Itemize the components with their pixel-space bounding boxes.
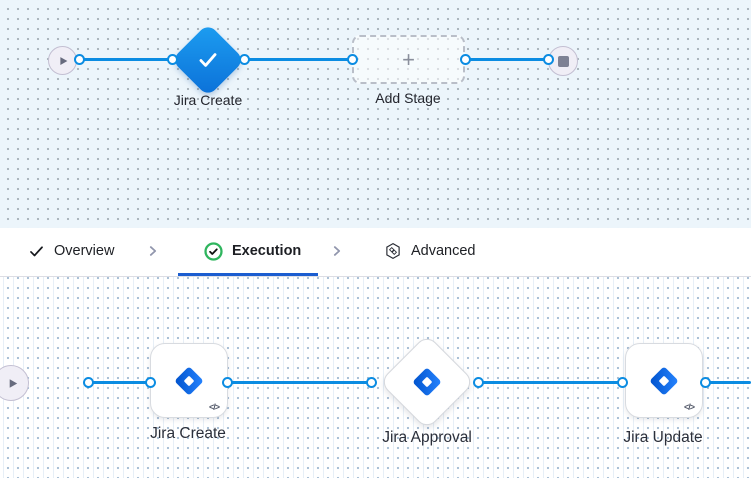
tab-advanced[interactable]: Advanced <box>384 228 476 274</box>
step-label: Jira Create <box>150 425 226 442</box>
step-label: Jira Update <box>623 429 703 446</box>
jira-logo <box>413 368 441 396</box>
check-circle-icon <box>204 241 223 261</box>
jira-logo <box>175 367 203 394</box>
add-stage-button[interactable]: + <box>352 35 465 84</box>
connector-line <box>88 381 153 384</box>
execution-canvas[interactable]: </> Jira Create Jira Approval </> Jira U… <box>0 277 751 478</box>
connector-line <box>244 58 356 61</box>
connector-dot[interactable] <box>74 54 85 65</box>
connector-dot[interactable] <box>347 54 358 65</box>
step-node-jira-approval[interactable] <box>378 333 476 431</box>
chevron-right-icon <box>330 228 344 274</box>
connector-dot[interactable] <box>617 377 628 388</box>
connector-line <box>226 381 376 384</box>
tab-label: Advanced <box>411 243 476 259</box>
stage-node-jira-create[interactable] <box>171 23 245 97</box>
tab-bar: Overview Execution A <box>0 228 751 277</box>
plus-icon: + <box>402 46 415 72</box>
connector-dot[interactable] <box>473 377 484 388</box>
tab-overview[interactable]: Overview <box>28 228 114 274</box>
step-label: Jira Approval <box>382 429 472 446</box>
code-badge-icon: </> <box>683 402 695 412</box>
connector-line <box>463 58 550 61</box>
check-icon <box>30 245 43 256</box>
connector-dot[interactable] <box>700 377 711 388</box>
chevron-right-icon <box>146 228 160 274</box>
stage-label: Jira Create <box>173 92 243 108</box>
active-tab-underline <box>178 273 318 276</box>
connector-dot[interactable] <box>145 377 156 388</box>
connector-line <box>480 381 625 384</box>
connector-dot[interactable] <box>239 54 250 65</box>
connector-line <box>704 381 751 384</box>
check-icon <box>199 53 217 67</box>
tab-execution[interactable]: Execution <box>204 228 301 274</box>
stop-icon <box>557 55 569 67</box>
connector-dot[interactable] <box>222 377 233 388</box>
tab-label: Execution <box>232 243 302 259</box>
connector-dot[interactable] <box>543 54 554 65</box>
add-stage-label: Add Stage <box>375 90 441 106</box>
code-badge-icon: </> <box>208 402 220 412</box>
execution-start-node[interactable] <box>0 365 29 401</box>
connector-dot[interactable] <box>83 377 94 388</box>
step-node-jira-update[interactable]: </> <box>625 343 703 418</box>
jira-logo <box>650 367 678 394</box>
tab-label: Overview <box>54 243 115 259</box>
connector-dot[interactable] <box>167 54 178 65</box>
step-node-jira-create[interactable]: </> <box>150 343 228 418</box>
pipeline-start-node[interactable] <box>48 46 77 75</box>
connector-dot[interactable] <box>460 54 471 65</box>
cube-icon <box>386 242 400 260</box>
play-icon <box>9 378 18 388</box>
stage-canvas[interactable]: Jira Create + Add Stage <box>0 0 751 228</box>
connector-dot[interactable] <box>366 377 377 388</box>
connector-line <box>79 58 174 61</box>
play-icon <box>59 56 67 65</box>
